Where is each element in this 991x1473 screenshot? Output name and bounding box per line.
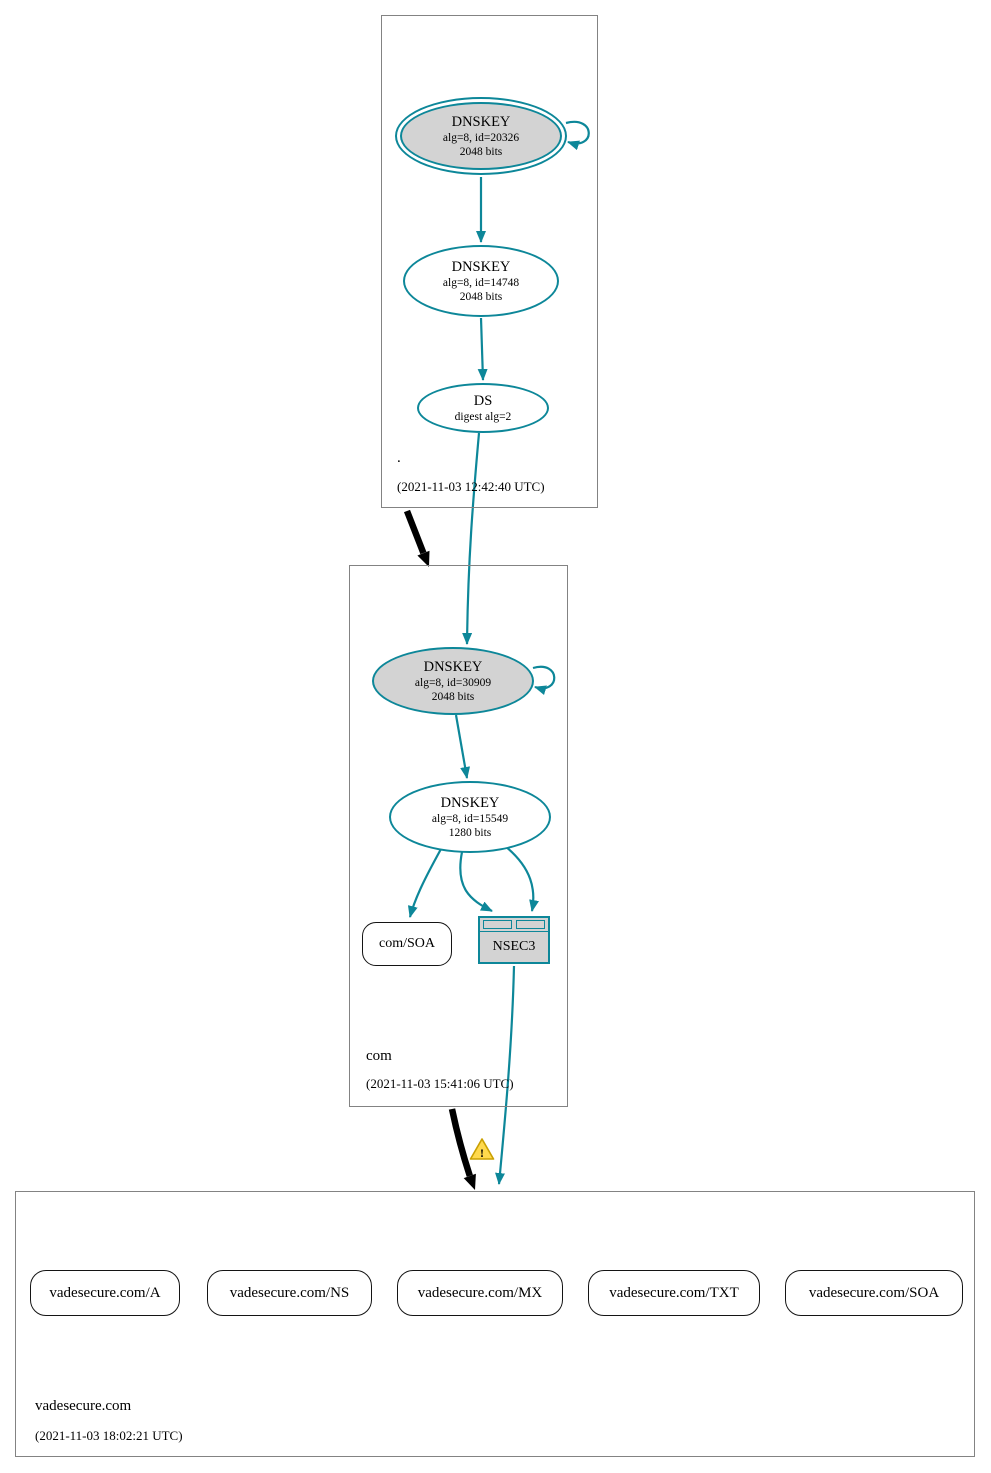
zone-vadesecure: [15, 1191, 975, 1457]
root-ds-params: digest alg=2: [454, 410, 512, 423]
zone-com-timestamp: (2021-11-03 15:41:06 UTC): [366, 1076, 514, 1091]
edge-delegation-root-com: [403, 509, 427, 555]
edge-delegation-com-vadesecure-head: [463, 1173, 476, 1190]
root-ksk-node[interactable]: DNSKEY alg=8, id=20326 2048 bits: [395, 97, 567, 175]
root-ksk-title: DNSKEY: [451, 113, 511, 130]
nsec3-cells: [480, 918, 548, 929]
rrset-vadesecure-a[interactable]: vadesecure.com/A: [30, 1270, 180, 1316]
com-zsk-node[interactable]: DNSKEY alg=8, id=15549 1280 bits: [389, 781, 551, 853]
rrset-vadesecure-soa-label: vadesecure.com/SOA: [808, 1284, 940, 1301]
nsec3-label: NSEC3: [480, 931, 548, 962]
com-ksk-node[interactable]: DNSKEY alg=8, id=30909 2048 bits: [372, 647, 534, 715]
rrset-vadesecure-soa[interactable]: vadesecure.com/SOA: [785, 1270, 963, 1316]
nsec3-cell: [483, 920, 512, 929]
warning-icon: !: [469, 1138, 495, 1160]
root-ksk-bits: 2048 bits: [459, 146, 503, 159]
com-zsk-title: DNSKEY: [440, 794, 500, 811]
rrset-vadesecure-mx-label: vadesecure.com/MX: [417, 1284, 543, 1301]
root-zsk-params: alg=8, id=14748: [442, 276, 520, 289]
root-ds-title: DS: [473, 392, 493, 409]
com-soa-label: com/SOA: [379, 936, 435, 951]
root-zsk-bits: 2048 bits: [459, 291, 503, 304]
edge-delegation-com-vadesecure: [448, 1108, 473, 1177]
root-zsk-node[interactable]: DNSKEY alg=8, id=14748 2048 bits: [403, 245, 559, 317]
rrset-vadesecure-a-label: vadesecure.com/A: [49, 1284, 161, 1301]
rrset-vadesecure-ns[interactable]: vadesecure.com/NS: [207, 1270, 372, 1316]
root-ds-node[interactable]: DS digest alg=2: [417, 383, 549, 433]
rrset-vadesecure-txt-label: vadesecure.com/TXT: [609, 1284, 739, 1301]
com-ksk-bits: 2048 bits: [431, 691, 475, 704]
zone-root-timestamp: (2021-11-03 12:42:40 UTC): [397, 479, 545, 494]
com-ksk-params: alg=8, id=30909: [414, 676, 492, 689]
com-zsk-params: alg=8, id=15549: [431, 812, 509, 825]
nsec3-cell: [516, 920, 545, 929]
root-ksk-params: alg=8, id=20326: [442, 131, 520, 144]
com-zsk-bits: 1280 bits: [448, 827, 492, 840]
nsec3-node[interactable]: NSEC3: [478, 916, 550, 964]
rrset-vadesecure-txt[interactable]: vadesecure.com/TXT: [588, 1270, 760, 1316]
com-soa-node[interactable]: com/SOA: [362, 922, 452, 966]
zone-com-name: com: [366, 1048, 392, 1064]
zone-vadesecure-timestamp: (2021-11-03 18:02:21 UTC): [35, 1428, 183, 1443]
root-zsk-title: DNSKEY: [451, 258, 511, 275]
zone-root-name: .: [397, 450, 401, 466]
warning-glyph: !: [480, 1146, 484, 1160]
com-ksk-title: DNSKEY: [423, 658, 483, 675]
zone-root: [381, 15, 598, 508]
zone-com: [349, 565, 568, 1107]
rrset-vadesecure-mx[interactable]: vadesecure.com/MX: [397, 1270, 563, 1316]
rrset-vadesecure-ns-label: vadesecure.com/NS: [229, 1284, 350, 1301]
zone-vadesecure-name: vadesecure.com: [35, 1398, 132, 1414]
